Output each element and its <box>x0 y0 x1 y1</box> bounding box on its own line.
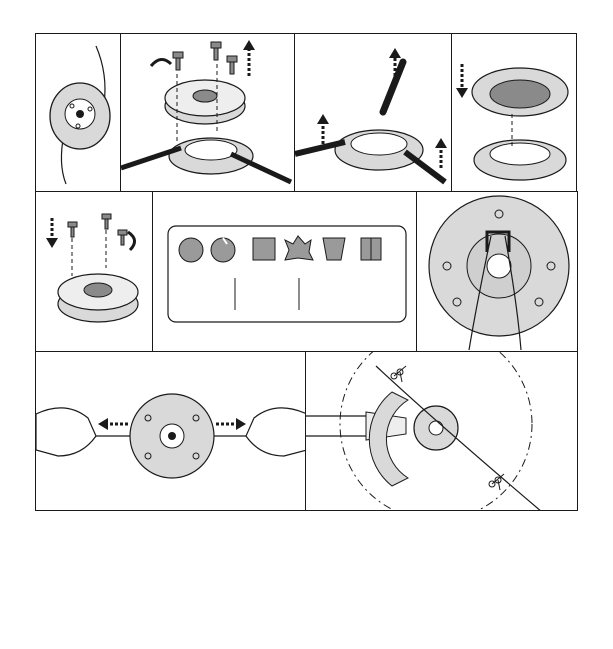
screw-icon <box>118 230 127 245</box>
cover-removal-illustration <box>121 34 295 192</box>
screw-icon <box>173 52 183 70</box>
line-profile-serrated <box>361 238 381 260</box>
blade-removal-illustration <box>295 34 452 192</box>
line-profile-round-notched <box>211 238 235 262</box>
panel-remove-screws-lift-cover <box>120 33 295 192</box>
cover-fitting-illustration <box>452 34 577 192</box>
line-profile-twisted-square <box>323 238 345 260</box>
screw-icon <box>68 222 77 237</box>
screw-icon <box>227 56 237 74</box>
panel-refit-screws-assembled-head <box>35 191 153 352</box>
screw-refit-illustration <box>36 192 153 352</box>
left-hand-icon <box>36 408 96 456</box>
line-cutting-illustration <box>306 352 578 511</box>
panel-pull-line-ends-outward <box>35 351 306 511</box>
rotate-arrow-icon <box>151 59 171 66</box>
screw-icon <box>102 214 111 229</box>
panel-fit-cover-onto-base <box>451 33 577 192</box>
right-hand-icon <box>246 408 306 456</box>
line-profile-square <box>253 238 275 260</box>
line-profile-round <box>179 238 203 262</box>
pull-line-illustration <box>36 352 306 511</box>
rotate-arrow-icon <box>128 232 135 250</box>
line-profiles-illustration <box>153 192 417 352</box>
scissors-icon <box>489 474 504 490</box>
panel-cut-line-at-guard-blade <box>305 351 578 511</box>
guard-shield <box>369 392 408 486</box>
panel-thread-line-through-eyelet <box>416 191 578 352</box>
panel-trimmer-head-with-line <box>35 33 121 192</box>
panel-line-cross-section-shapes <box>152 191 417 352</box>
screw-icon <box>211 42 221 60</box>
trimmer-head-illustration <box>36 34 121 192</box>
panel-remove-blades-from-base <box>294 33 452 192</box>
eyelet-threading-illustration <box>417 192 578 352</box>
scissors-icon <box>391 366 406 382</box>
